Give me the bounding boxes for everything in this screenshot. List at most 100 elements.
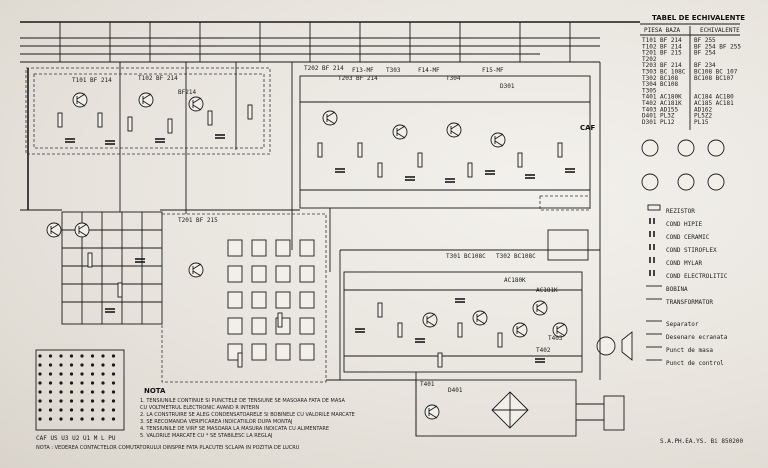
band-switch-block: CAF US U3 U2 U1 M L PU NOTA : VEDEREA CO… <box>35 349 300 451</box>
resistor-symbol <box>397 322 403 338</box>
legend-label: COND ELECTROLITIC <box>666 273 728 280</box>
stage-label: T402 <box>536 347 551 354</box>
transistor-symbol <box>532 300 548 316</box>
switch-contact <box>48 408 53 412</box>
transistor-pinouts <box>641 139 725 191</box>
stage-label: T302 BC108C <box>496 253 536 260</box>
switch-contact <box>38 417 42 421</box>
capacitor-symbols <box>65 134 575 363</box>
resistor-symbol <box>317 142 323 158</box>
coil-symbol <box>299 343 315 361</box>
equivalents-table: TABEL DE ECHIVALENTE PIESA BAZA ECHIVALE… <box>640 14 745 130</box>
legend-label: COND HIPIE <box>666 221 703 228</box>
stage-labels: T101 BF 214 T102 BF 214 BF214 T201 BF 21… <box>72 65 596 394</box>
table-cell-base: T402 AC181K <box>642 100 682 107</box>
switch-contact <box>80 390 84 394</box>
resistor-symbol <box>377 302 383 318</box>
transistor-collector <box>142 93 152 100</box>
transistor-symbol <box>424 404 440 420</box>
symbol-legend: REZISTOR COND HIPIE COND CERAMIC COND ST… <box>646 204 728 367</box>
coil-symbol <box>275 239 291 257</box>
legend-label: COND STIROFLEX <box>666 247 717 254</box>
transistor-emitter <box>142 100 152 107</box>
switch-note: NOTA : VEDEREA CONTACTELOR COMUTATORULUI… <box>36 445 300 451</box>
resistor-symbol <box>277 312 283 328</box>
transistor-collector <box>50 223 60 230</box>
switch-contact <box>101 363 105 367</box>
switch-contact <box>48 399 53 403</box>
switch-contact <box>111 381 116 385</box>
stage-label: AC180K <box>504 277 526 284</box>
switch-contact <box>90 363 95 367</box>
switch-contact <box>38 372 42 376</box>
interconnect-wiring <box>20 62 601 436</box>
switch-contact <box>101 399 105 403</box>
transistor-symbol <box>322 110 338 126</box>
transistor-emitter <box>192 270 202 277</box>
coil-symbol <box>299 239 315 257</box>
legend-label: COND MYLAR <box>666 260 703 267</box>
table-cell-equivalent: AC185 AC181 <box>694 100 734 107</box>
transistor-emitter <box>494 140 504 147</box>
stage-label: D301 <box>500 83 515 90</box>
switch-contact <box>90 381 95 385</box>
switch-contact <box>69 363 74 367</box>
legend-label: Punct de masa <box>666 347 713 354</box>
transistor-collector <box>396 125 406 132</box>
coil-symbol <box>299 291 315 309</box>
stage-label: AC181K <box>536 287 558 294</box>
resistor-symbol <box>357 142 363 158</box>
table-cell-equivalent: BC108 BC 107 <box>694 69 738 76</box>
transistor-symbol <box>188 96 204 112</box>
switch-contact <box>59 408 63 412</box>
switch-contact <box>59 381 63 385</box>
transistor-symbol <box>472 310 488 326</box>
switch-contact <box>69 408 74 412</box>
table-col-a: PIESA BAZA <box>644 27 681 34</box>
switch-contact <box>59 363 63 367</box>
switch-contact <box>69 372 74 376</box>
transistor-emitter <box>396 132 406 139</box>
switch-contact <box>38 381 42 385</box>
switch-contact <box>80 399 84 403</box>
transistor-emitter <box>50 230 60 237</box>
stage-label: T203 BF 214 <box>338 75 378 82</box>
switch-contact <box>59 390 63 394</box>
resistor-symbol <box>437 352 443 368</box>
switch-contact <box>101 390 105 394</box>
transistor-collector <box>516 323 526 330</box>
transistor-emitter <box>516 330 526 337</box>
table-cell-equivalent: PL15 <box>694 119 709 126</box>
table-cell-equivalent: BC108 BC107 <box>694 75 734 82</box>
table-cell-equivalent: BF 254 <box>694 50 716 57</box>
switch-contact <box>48 390 53 394</box>
stage-label: T101 BF 214 <box>72 77 112 84</box>
resistor-symbol <box>87 252 93 268</box>
stage-label: T202 BF 214 <box>304 65 344 72</box>
switch-contact <box>38 399 42 403</box>
switch-contact <box>80 408 84 412</box>
switch-contact <box>38 408 42 412</box>
resistor-symbols <box>57 104 563 368</box>
legend-label: REZISTOR <box>666 208 695 215</box>
transistor-emitter <box>556 330 566 337</box>
table-cell-equivalent: BF 254 BF 255 <box>694 43 741 50</box>
resistor-symbol <box>167 118 173 134</box>
switch-contact <box>59 354 63 358</box>
switch-contact <box>101 381 105 385</box>
transistor-collector <box>326 111 336 118</box>
coil-symbol <box>251 317 267 335</box>
transistor-collector <box>76 93 86 100</box>
coil-symbol <box>299 317 315 335</box>
stage-label: F15-MF <box>482 67 504 74</box>
transistor-symbol <box>138 92 154 108</box>
switch-contact <box>59 399 63 403</box>
transistor-symbol <box>552 322 568 338</box>
switch-contact <box>111 408 116 412</box>
stage-label: BF214 <box>178 89 196 96</box>
legend-label: BOBINA <box>666 286 688 293</box>
table-cell-equivalent: AD162 <box>694 106 712 113</box>
switch-contact <box>80 381 84 385</box>
resistor-symbol <box>557 142 563 158</box>
transistor-collector <box>494 133 504 140</box>
